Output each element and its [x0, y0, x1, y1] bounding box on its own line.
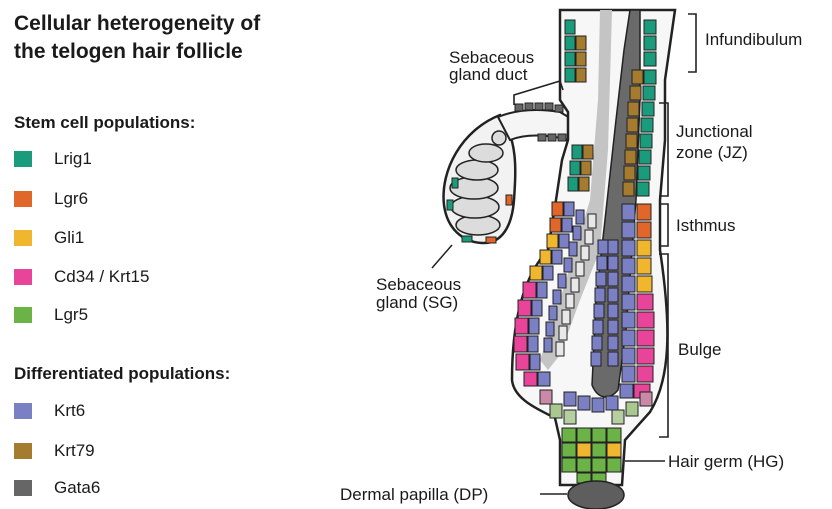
- label-sg-1: Sebaceous: [376, 275, 461, 294]
- label-jz-2: zone (JZ): [676, 143, 748, 162]
- label-bulge: Bulge: [678, 340, 721, 359]
- label-sg-2: gland (SG): [376, 293, 458, 312]
- label-isthmus: Isthmus: [676, 216, 736, 235]
- sebaceous-duct: [498, 103, 570, 141]
- label-hair-germ: Hair germ (HG): [668, 452, 784, 471]
- label-infundibulum: Infundibulum: [705, 30, 802, 49]
- label-sg-duct-2: gland duct: [449, 65, 528, 84]
- label-jz-1: Junctional: [676, 122, 753, 141]
- dermal-papilla: [568, 481, 624, 509]
- label-dermal-papilla: Dermal papilla (DP): [340, 485, 488, 504]
